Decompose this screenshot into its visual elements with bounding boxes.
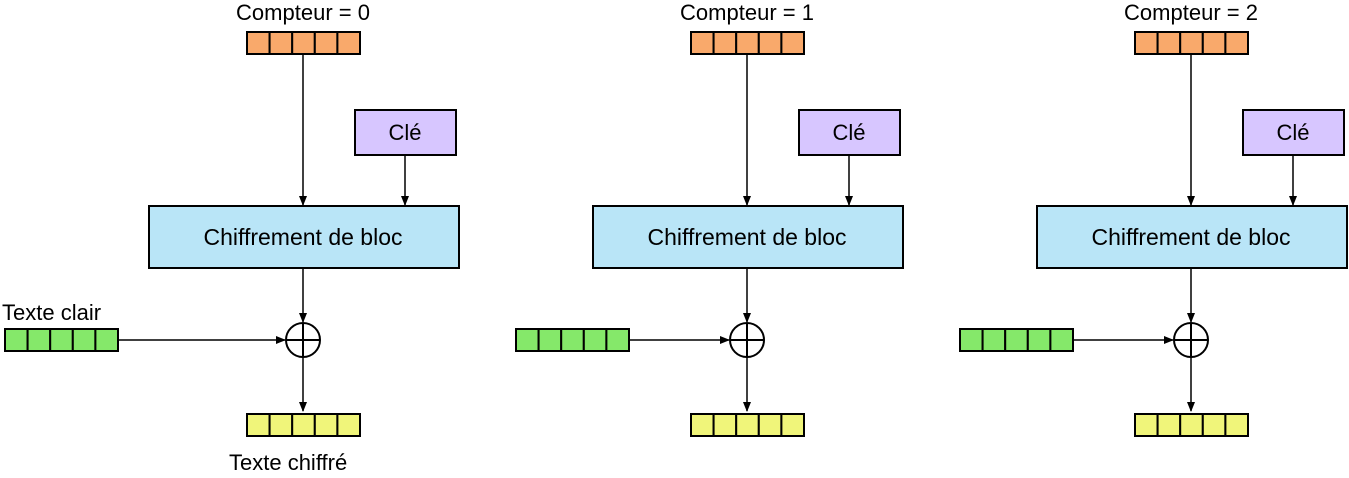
ciphertext-register	[1134, 413, 1250, 437]
register-cell	[26, 328, 52, 352]
register-cell	[582, 328, 608, 352]
register-cell	[735, 31, 760, 55]
register-cell	[1049, 328, 1075, 352]
key-label: Clé	[1276, 120, 1309, 145]
register-cell	[712, 31, 738, 55]
register-cell	[71, 328, 97, 352]
register-cell	[757, 413, 783, 437]
block-cipher-label: Chiffrement de bloc	[647, 224, 846, 250]
register-cell	[336, 413, 361, 437]
register-cell	[1156, 413, 1182, 437]
block-cipher-box	[1036, 205, 1348, 269]
register-cell	[712, 413, 738, 437]
register-cell	[560, 328, 585, 352]
register-cell	[313, 31, 339, 55]
counter-label: Compteur = 2	[1124, 0, 1258, 25]
register-cell	[94, 328, 120, 352]
register-cell	[515, 328, 540, 352]
register-cell	[959, 328, 984, 352]
register-cell	[1201, 31, 1227, 55]
key-box	[798, 109, 901, 156]
register-cell	[1004, 328, 1029, 352]
xor-icon	[729, 322, 765, 358]
register-cell	[246, 31, 271, 55]
register-cell	[1201, 413, 1227, 437]
key-label: Clé	[832, 120, 865, 145]
counter-register	[246, 31, 361, 55]
counter-label: Compteur = 1	[680, 0, 814, 25]
register-cell	[537, 328, 563, 352]
register-cell	[690, 31, 715, 55]
counter-register	[1134, 31, 1250, 55]
register-cell	[981, 328, 1007, 352]
register-cell	[1156, 31, 1182, 55]
block-cipher-label: Chiffrement de bloc	[1091, 224, 1290, 250]
register-cell	[1179, 31, 1204, 55]
register-cell	[780, 413, 806, 437]
register-cell	[313, 413, 339, 437]
register-cell	[49, 328, 74, 352]
register-cell	[291, 413, 316, 437]
register-cell	[605, 328, 631, 352]
key-label: Clé	[388, 120, 421, 145]
register-cell	[735, 413, 760, 437]
register-cell	[1026, 328, 1052, 352]
register-cell	[1179, 413, 1204, 437]
register-cell	[780, 31, 806, 55]
register-cell	[268, 31, 294, 55]
register-cell	[690, 413, 715, 437]
plaintext-register	[515, 328, 631, 352]
counter-register	[690, 31, 806, 55]
register-cell	[246, 413, 271, 437]
register-cell	[4, 328, 29, 352]
xor-icon	[1173, 322, 1209, 358]
key-box	[1242, 109, 1345, 156]
plaintext-register	[4, 328, 120, 352]
counter-label: Compteur = 0	[236, 0, 370, 25]
register-cell	[291, 31, 316, 55]
ciphertext-register	[246, 413, 361, 437]
plaintext-register	[959, 328, 1075, 352]
block-cipher-box	[592, 205, 904, 269]
register-cell	[1134, 413, 1159, 437]
ciphertext-label: Texte chiffré	[229, 450, 347, 473]
xor-icon	[285, 322, 321, 358]
register-cell	[1134, 31, 1159, 55]
block-cipher-box	[148, 205, 460, 269]
register-cell	[1224, 31, 1250, 55]
block-cipher-label: Chiffrement de bloc	[203, 224, 402, 250]
register-cell	[1224, 413, 1250, 437]
register-cell	[757, 31, 783, 55]
ciphertext-register	[690, 413, 806, 437]
plaintext-label: Texte clair	[2, 300, 101, 325]
register-cell	[336, 31, 361, 55]
register-cell	[268, 413, 294, 437]
